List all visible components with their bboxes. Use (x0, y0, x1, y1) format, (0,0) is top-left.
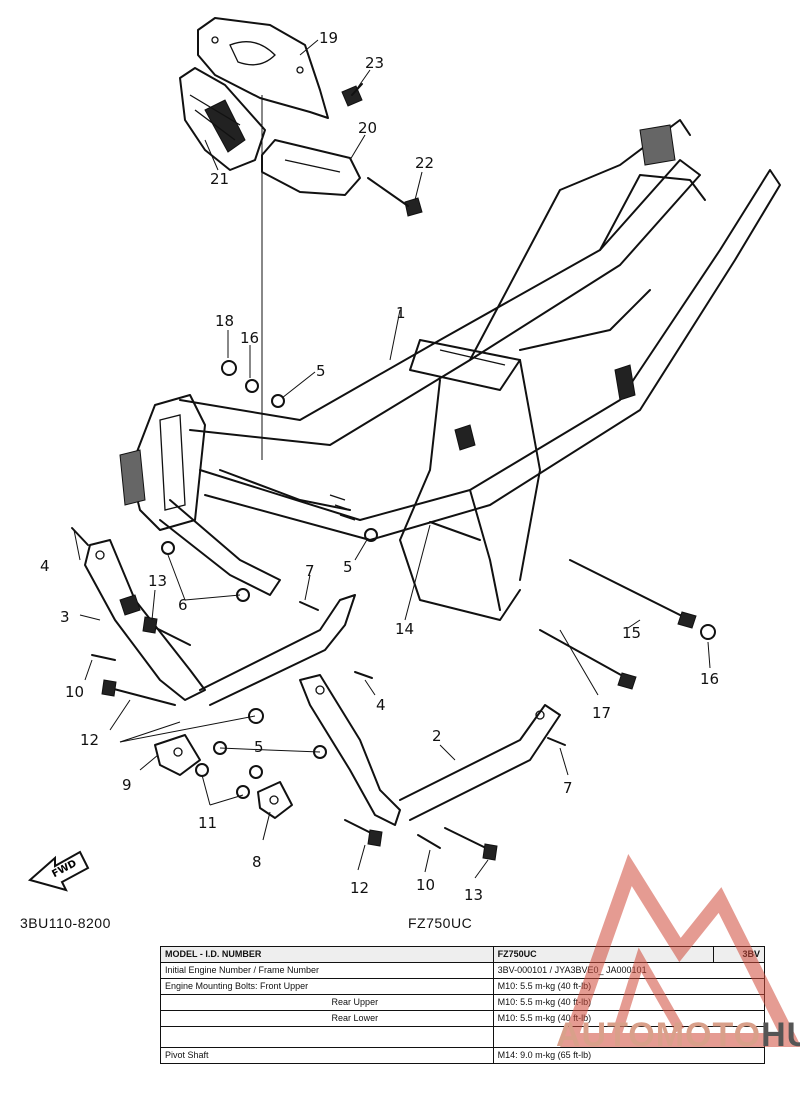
spec-row-label: Rear Lower (160, 1010, 494, 1027)
spec-row: Rear Lower M10: 5.5 m-kg (40 ft-lb) (160, 1010, 766, 1027)
spec-row-value: M14: 9.0 m-kg (65 ft-lb) (492, 1047, 766, 1064)
part-22-bolt (367, 177, 423, 217)
part-23-bolt (341, 83, 363, 107)
callout-1: 1 (396, 304, 406, 322)
callout-10: 10 (416, 876, 435, 894)
callout-21: 21 (210, 170, 229, 188)
part-1-main-frame (119, 119, 781, 621)
callout-7: 7 (563, 779, 573, 797)
callout-5: 5 (343, 558, 353, 576)
callout-4: 4 (376, 696, 386, 714)
part-3-bracket (84, 539, 206, 701)
spec-row-label: Initial Engine Number / Frame Number (160, 962, 494, 979)
callout-12: 12 (350, 879, 369, 897)
callout-6: 6 (178, 596, 188, 614)
cross-tube (199, 594, 356, 706)
callout-3: 3 (60, 608, 70, 626)
callout-15: 15 (622, 624, 641, 642)
part-20-bracket (261, 139, 361, 196)
callout-7: 7 (305, 562, 315, 580)
part-15-long-bolt (569, 559, 697, 629)
spec-row-label: Engine Mounting Bolts: Front Upper (160, 978, 494, 995)
callout-5: 5 (316, 362, 326, 380)
callout-20: 20 (358, 119, 377, 137)
callouts: 19 23 20 21 22 1 18 16 5 4 13 6 7 5 3 14… (40, 29, 719, 904)
document-code: 3BU110-8200 (20, 915, 111, 931)
callout-19: 19 (319, 29, 338, 47)
callout-14: 14 (395, 620, 414, 638)
part-2-bracket (299, 674, 561, 826)
callout-17: 17 (592, 704, 611, 722)
part-8-plate (257, 781, 293, 819)
watermark-text-b: HUB (761, 1016, 800, 1054)
spec-row: Pivot Shaft M14: 9.0 m-kg (65 ft-lb) (160, 1047, 766, 1064)
callout-13: 13 (148, 572, 167, 590)
callout-16: 16 (240, 329, 259, 347)
callout-23: 23 (365, 54, 384, 72)
callout-9: 9 (122, 776, 132, 794)
watermark-text-a: AUTOMOTO (556, 1016, 762, 1054)
callout-22: 22 (415, 154, 434, 172)
spec-header-label: MODEL - I.D. NUMBER (160, 946, 494, 963)
callout-2: 2 (432, 727, 442, 745)
part-17-long-bolt (539, 629, 637, 690)
part-19-cover (197, 17, 329, 119)
part-14-bolt (429, 521, 481, 541)
small-bolts (71, 527, 566, 861)
callout-4: 4 (40, 557, 50, 575)
callout-18: 18 (215, 312, 234, 330)
model-caption: FZ750UC (408, 915, 473, 931)
callout-12: 12 (80, 731, 99, 749)
spec-row-label (160, 1026, 494, 1048)
spec-row-label: Rear Upper (160, 994, 494, 1011)
part-21-box (179, 67, 266, 171)
spec-row-label: Pivot Shaft (160, 1047, 494, 1064)
leader-lines (73, 39, 711, 879)
watermark-logo-icon (560, 853, 800, 1047)
callout-5: 5 (254, 738, 264, 756)
callout-10: 10 (65, 683, 84, 701)
fwd-arrow-icon: FWD (27, 850, 90, 892)
callout-8: 8 (252, 853, 262, 871)
frame-exploded-diagram: 19 23 20 21 22 1 18 16 5 4 13 6 7 5 3 14… (27, 17, 781, 904)
watermark-text: AUTOMOTOHUB (556, 1016, 800, 1055)
callout-11: 11 (198, 814, 217, 832)
part-9-plate (154, 734, 201, 776)
callout-16: 16 (700, 670, 719, 688)
callout-13: 13 (464, 886, 483, 904)
